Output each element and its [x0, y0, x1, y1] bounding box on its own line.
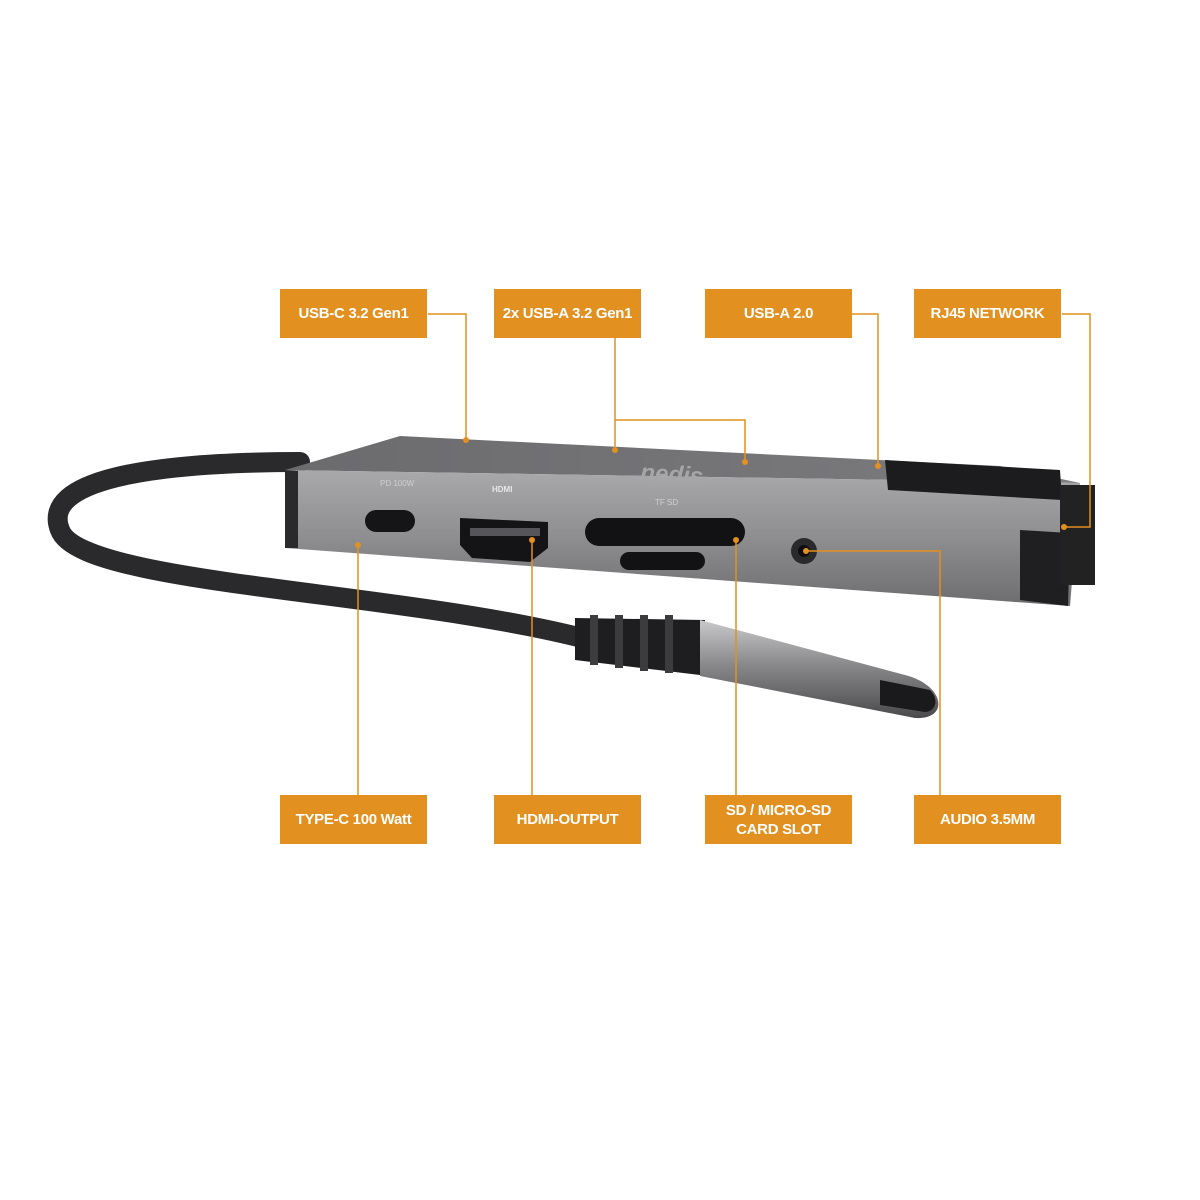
callout-rj45: RJ45 NETWORK: [914, 289, 1061, 338]
callout-hdmi: HDMI-OUTPUT: [494, 795, 641, 844]
strain-relief: [575, 615, 705, 675]
leader-dots: [355, 437, 1067, 554]
callout-usb-a-2-0: USB-A 2.0: [705, 289, 852, 338]
brand-logo: nedis: [640, 459, 704, 490]
rj45-port: [885, 460, 1062, 500]
marking-pd: PD 100W: [380, 479, 415, 488]
marking-tfsd: TF SD: [655, 498, 678, 507]
micro-sd-slot: [620, 552, 705, 570]
cable: [47, 452, 600, 650]
usb-c-plug: [700, 620, 939, 719]
leader-lines: [357, 313, 1091, 795]
callout-usb-a-3-2: 2x USB-A 3.2 Gen1: [494, 289, 641, 338]
callout-type-c-power: TYPE-C 100 Watt: [280, 795, 427, 844]
usb-c-port: [365, 510, 415, 532]
sd-slot: [585, 518, 745, 546]
callout-audio: AUDIO 3.5MM: [914, 795, 1061, 844]
callout-card-slot: SD / MICRO-SD CARD SLOT: [705, 795, 852, 844]
callout-usb-c-3-2: USB-C 3.2 Gen1: [280, 289, 427, 338]
hub-top-face: [285, 436, 1080, 483]
marking-hdmi: HDMI: [492, 485, 512, 494]
